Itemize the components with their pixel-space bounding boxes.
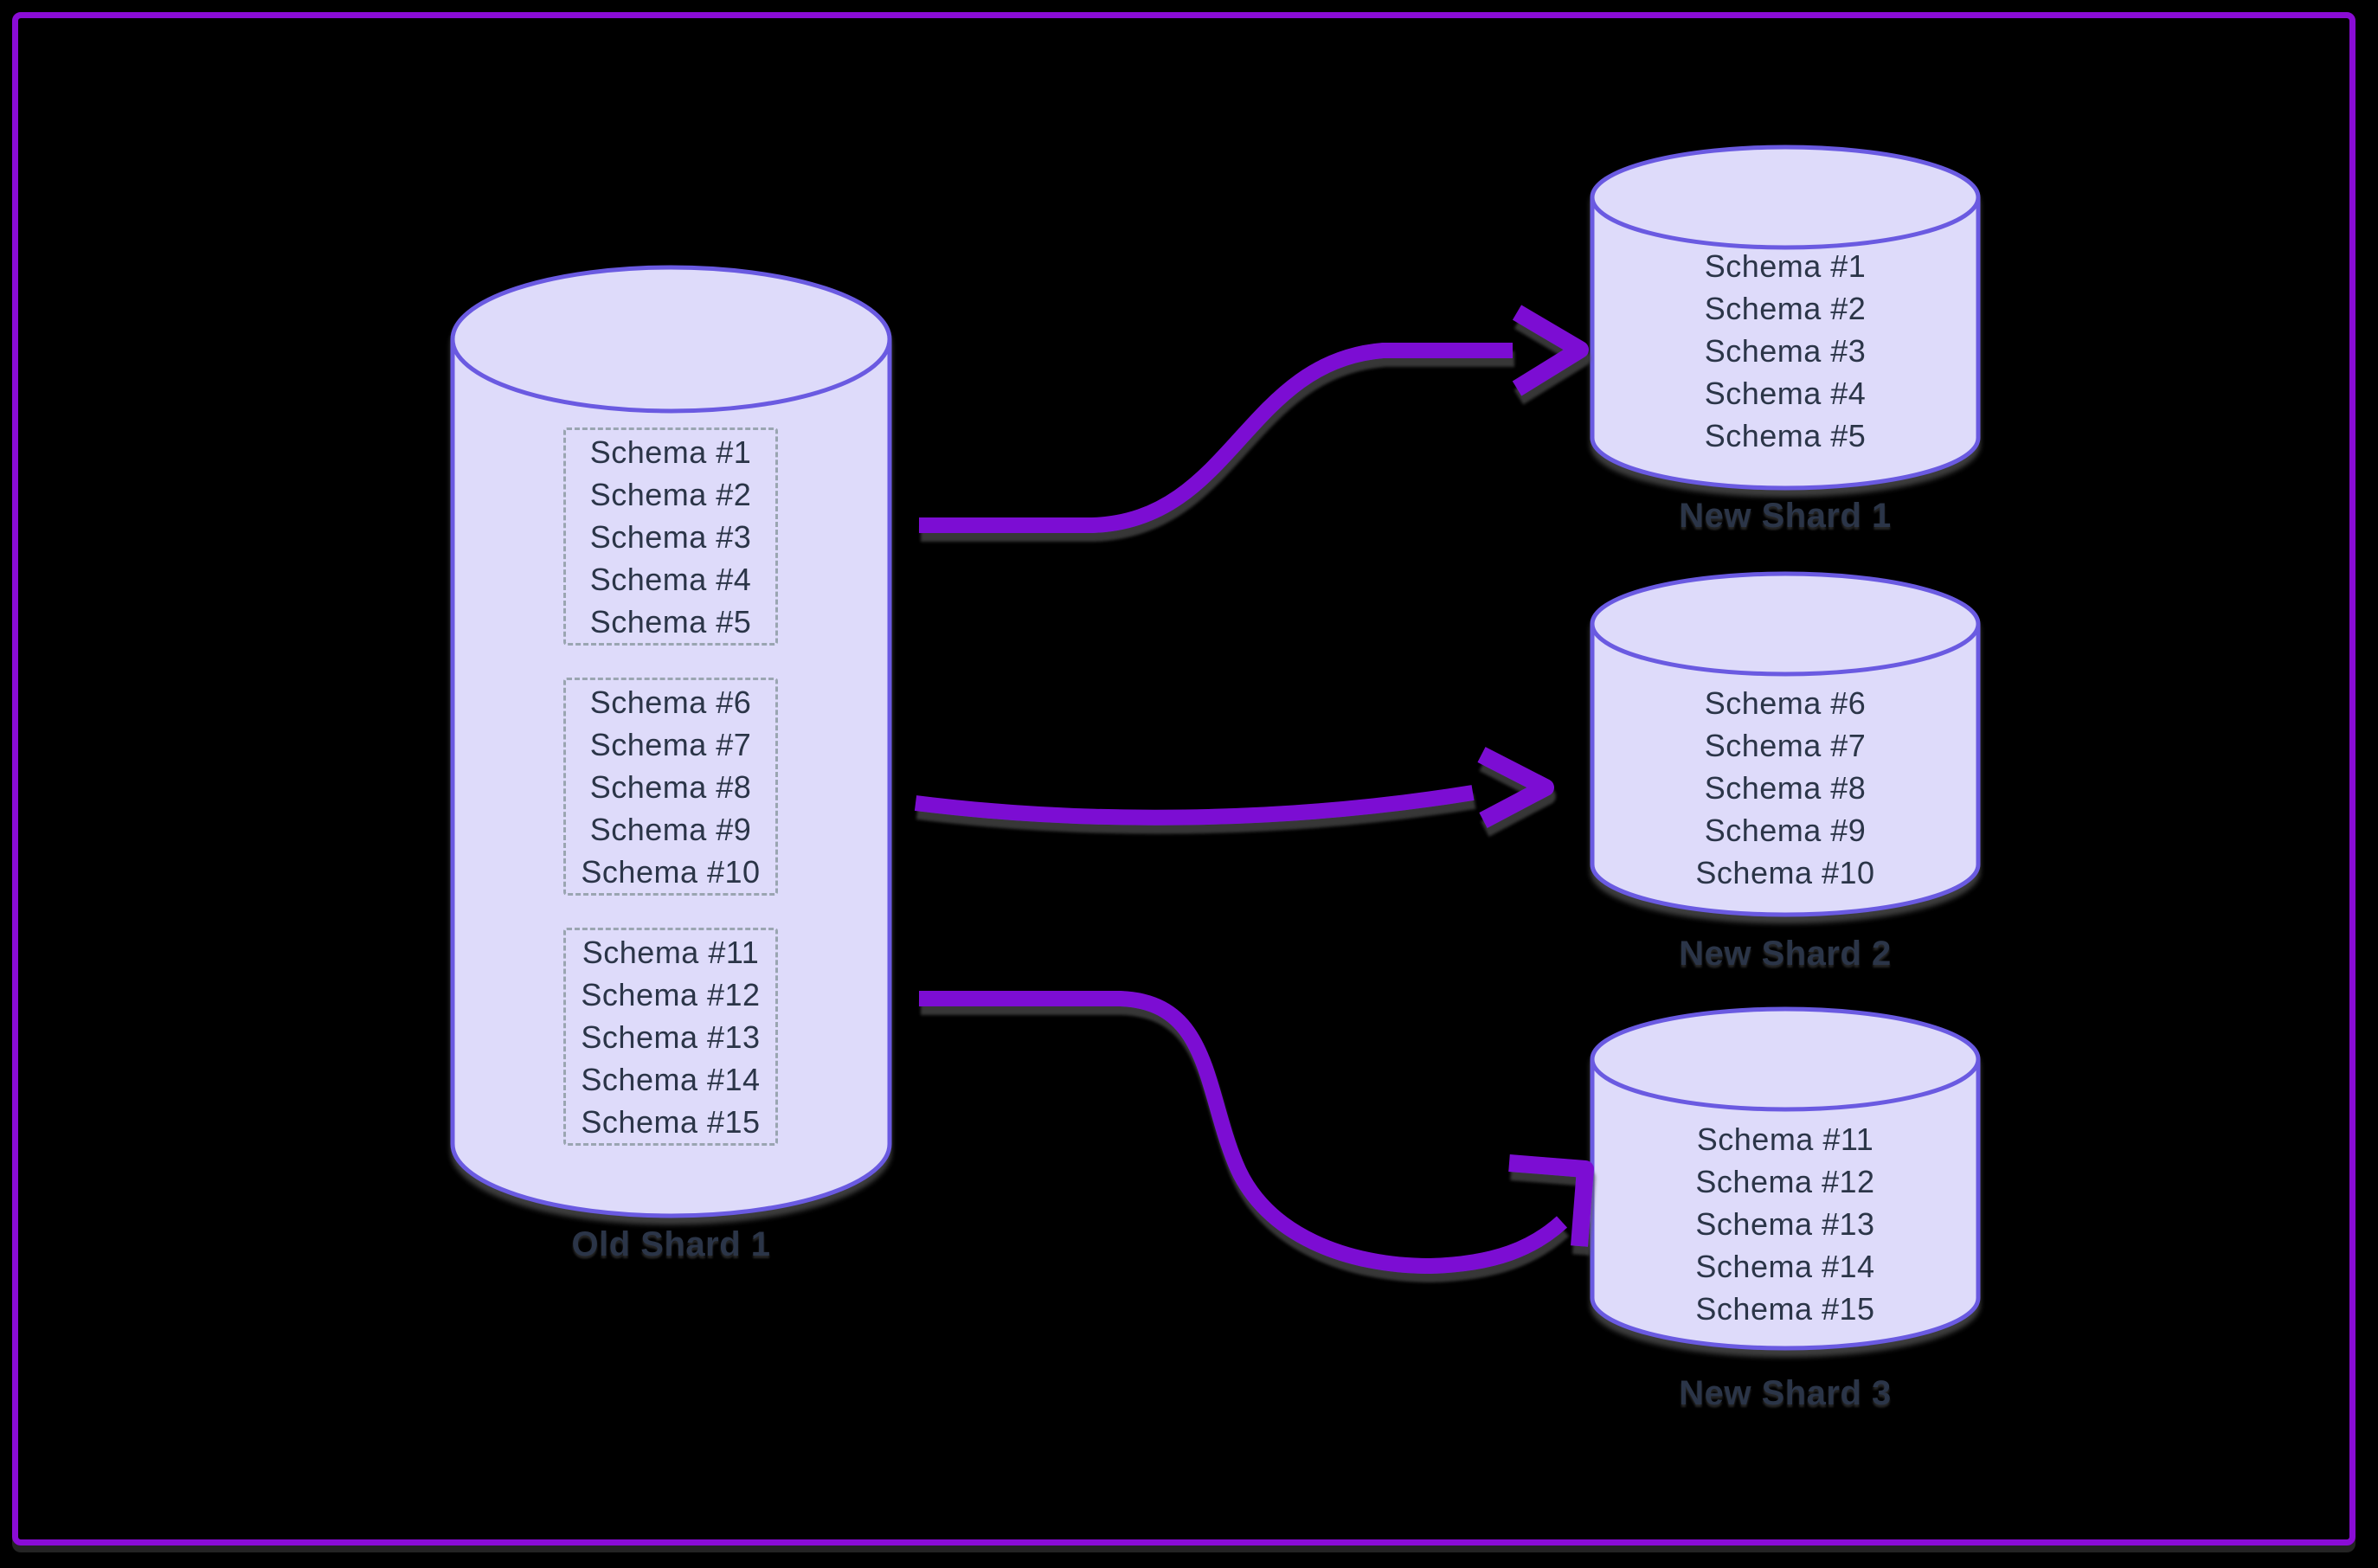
schema-item: Schema #10 xyxy=(1695,855,1875,890)
diagram-frame-border xyxy=(12,12,2356,1546)
schema-item: Schema #5 xyxy=(1704,418,1867,453)
schema-item: Schema #14 xyxy=(1695,1249,1875,1284)
schema-item: Schema #4 xyxy=(589,562,752,597)
schema-item: Schema #13 xyxy=(1695,1206,1875,1242)
schema-item: Schema #11 xyxy=(1696,1121,1874,1157)
arrow-to-new-shard-3 xyxy=(919,991,1594,1274)
schema-item: Schema #2 xyxy=(589,477,752,512)
old-shard-label: Old Shard 1 xyxy=(571,1225,771,1263)
new-shard-1-cylinder xyxy=(1590,145,1981,491)
schema-item: Schema #12 xyxy=(581,977,761,1012)
schema-item: Schema #10 xyxy=(581,854,761,890)
schema-item: Schema #7 xyxy=(589,727,752,762)
schema-item: Schema #1 xyxy=(1704,248,1867,284)
schema-item: Schema #15 xyxy=(1695,1291,1875,1327)
old-shard-schema-group-3: Schema #11 Schema #12 Schema #13 Schema … xyxy=(563,928,778,1146)
schema-item: Schema #7 xyxy=(1704,728,1867,763)
new-shard-3-label: New Shard 3 xyxy=(1679,1374,1892,1412)
new-shard-2-label: New Shard 2 xyxy=(1679,935,1892,973)
old-shard-cylinder xyxy=(450,265,892,1218)
schema-item: Schema #2 xyxy=(1704,291,1867,326)
schema-item: Schema #1 xyxy=(589,434,752,470)
schema-item: Schema #3 xyxy=(589,519,752,555)
schema-item: Schema #15 xyxy=(581,1104,761,1140)
arrow-to-new-shard-1 xyxy=(919,305,1589,533)
new-shard-1-label: New Shard 1 xyxy=(1679,497,1892,535)
new-shard-3-cylinder xyxy=(1590,1006,1981,1351)
schema-item: Schema #6 xyxy=(1704,685,1867,721)
schema-item: Schema #12 xyxy=(1695,1164,1875,1199)
schema-item: Schema #4 xyxy=(1704,376,1867,411)
schema-item: Schema #14 xyxy=(581,1062,761,1097)
schema-item: Schema #9 xyxy=(589,812,752,847)
schema-item: Schema #3 xyxy=(1704,333,1867,369)
schema-item: Schema #8 xyxy=(589,769,752,805)
new-shard-3-schema-list: Schema #11 Schema #12 Schema #13 Schema … xyxy=(1592,1118,1978,1330)
schema-item: Schema #13 xyxy=(581,1019,761,1055)
old-shard-schema-group-2: Schema #6 Schema #7 Schema #8 Schema #9 … xyxy=(563,678,778,896)
schema-item: Schema #9 xyxy=(1704,813,1867,848)
flow-arrows xyxy=(914,305,1594,1274)
schema-item: Schema #8 xyxy=(1704,770,1867,806)
schema-item: Schema #5 xyxy=(589,604,752,639)
schema-item: Schema #6 xyxy=(589,684,752,720)
schema-item: Schema #11 xyxy=(582,935,760,970)
old-shard-schema-group-1: Schema #1 Schema #2 Schema #3 Schema #4 … xyxy=(563,427,778,646)
new-shard-2-cylinder xyxy=(1590,571,1981,917)
new-shard-2-schema-list: Schema #6 Schema #7 Schema #8 Schema #9 … xyxy=(1592,682,1978,894)
new-shard-1-schema-list: Schema #1 Schema #2 Schema #3 Schema #4 … xyxy=(1592,245,1978,457)
arrow-to-new-shard-2 xyxy=(914,747,1554,828)
